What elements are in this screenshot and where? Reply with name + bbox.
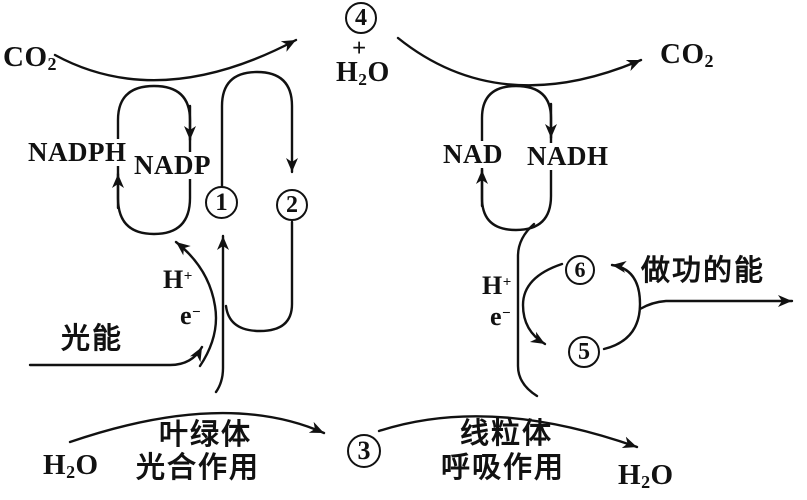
step-6-circle: 6 — [565, 255, 595, 285]
electron-flow-arrow — [174, 240, 218, 368]
nadh-label: NADH — [525, 141, 611, 171]
nad-label: NAD — [441, 139, 505, 169]
step1-up-arrow — [214, 234, 229, 394]
co2-right-label: CO2 — [660, 38, 714, 71]
step-3-circle: 3 — [347, 434, 381, 468]
photosynthesis-label: 光合作用 — [136, 452, 261, 484]
chloroplast-label: 叶绿体 — [159, 419, 253, 451]
cycle-left-arc — [521, 262, 564, 346]
h-plus-right-label: H+ — [480, 271, 514, 300]
nadp-label: NADP — [132, 150, 213, 180]
h-plus-left-label: H+ — [161, 265, 195, 294]
nadh-electron-line — [516, 222, 539, 398]
co2-release-arrow — [396, 36, 643, 87]
mitochondrion-label: 线粒体 — [460, 418, 554, 450]
mitochondrion-arc — [377, 415, 639, 449]
work-energy-label: 做功的能 — [641, 255, 766, 287]
h2o-bottom-right-label: H2O — [618, 459, 674, 492]
co2-uptake-arrow — [53, 38, 298, 82]
h2o-bottom-left-label: H2O — [43, 449, 99, 482]
step2-return-loop — [224, 220, 294, 333]
step-5-circle: 5 — [568, 336, 600, 368]
step-2-circle: 2 — [276, 189, 308, 221]
nadph-nadp-loop — [116, 84, 192, 236]
step-1-circle: 1 — [205, 186, 238, 219]
nadph-label: NADPH — [26, 137, 129, 167]
respiration-label: 呼吸作用 — [441, 452, 566, 484]
co2-left-label: CO2 — [3, 41, 57, 74]
e-minus-left-label: e− — [178, 301, 204, 330]
chloroplast-arc — [68, 411, 326, 444]
cycle-right-arc — [602, 261, 642, 351]
light-energy-label: 光能 — [61, 323, 124, 355]
step-4-circle: 4 — [345, 2, 377, 34]
step1-step2-arch — [220, 70, 298, 188]
plus-label: + — [352, 35, 367, 62]
work-energy-arrow — [638, 295, 794, 311]
light-energy-arrow — [28, 345, 204, 367]
h2o-top-label: H2O — [336, 57, 390, 89]
e-minus-right-label: e− — [488, 302, 514, 331]
